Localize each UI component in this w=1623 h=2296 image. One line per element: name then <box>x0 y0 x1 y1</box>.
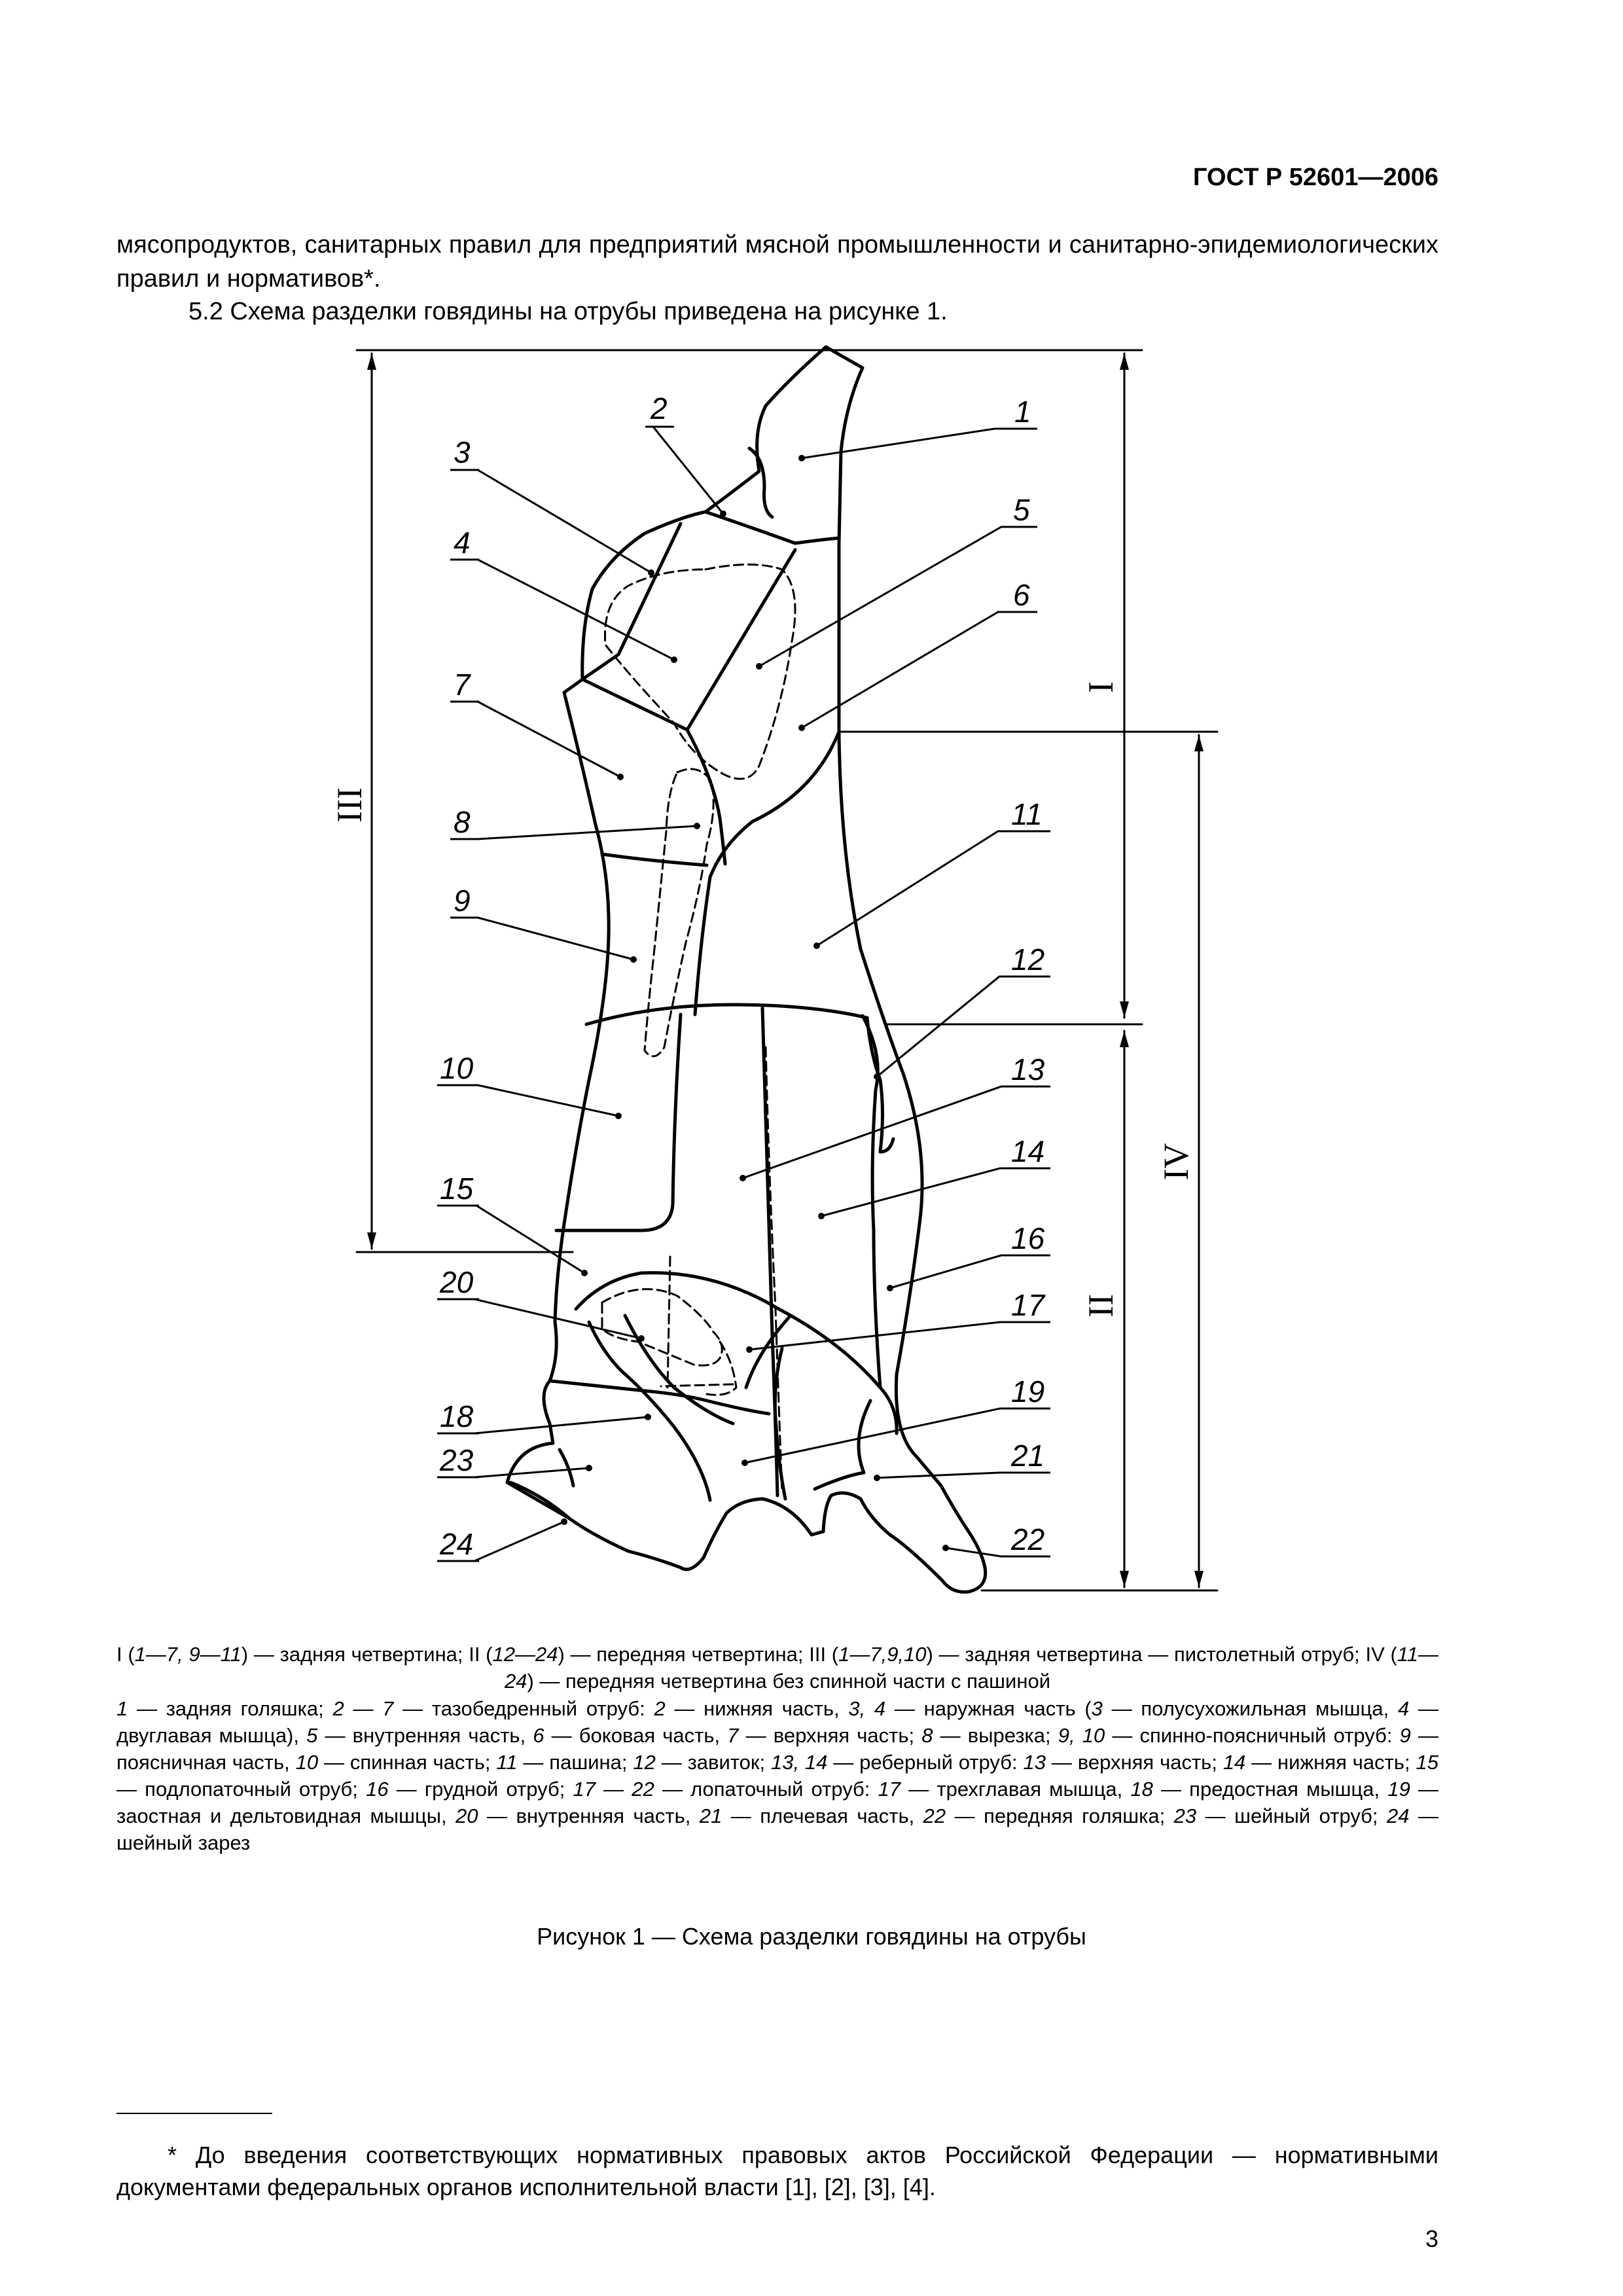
label-23: 23 <box>439 1443 474 1477</box>
figure-caption: Рисунок 1 — Схема разделки говядины на о… <box>537 1923 1086 1950</box>
label-17: 17 <box>1011 1288 1046 1322</box>
anchor-dots <box>561 455 949 1551</box>
label-8: 8 <box>454 805 471 839</box>
intro-continuation: мясопродуктов, санитарных правил для пре… <box>116 231 1438 293</box>
dimension-lines <box>355 349 1219 1592</box>
label-16: 16 <box>1011 1221 1045 1255</box>
label-underlines <box>437 425 1050 1562</box>
roman-III: III <box>330 787 369 823</box>
label-22: 22 <box>1010 1522 1044 1556</box>
cut-lines <box>508 446 899 1520</box>
page-number: 3 <box>1425 2225 1438 2252</box>
label-4: 4 <box>454 526 471 560</box>
roman-II: II <box>1081 1294 1120 1318</box>
dashed-muscle-lines <box>601 564 796 1494</box>
label-10: 10 <box>440 1051 474 1085</box>
quarter-labels: I II III IV <box>330 681 1196 1318</box>
label-15: 15 <box>440 1172 474 1206</box>
label-3: 3 <box>454 435 471 469</box>
legend-quarters: I (1—7, 9—11) — задняя четвертина; II (1… <box>116 1643 1438 1693</box>
roman-IV: IV <box>1156 1143 1196 1181</box>
label-14: 14 <box>1011 1134 1044 1168</box>
roman-I: I <box>1081 681 1120 693</box>
label-2: 2 <box>650 391 668 425</box>
paragraph-5-2: 5.2 Схема разделки говядины на отрубы пр… <box>188 298 948 325</box>
dimension-arrows <box>367 353 1204 1587</box>
carcass-outline <box>505 345 988 1594</box>
part-number-labels: 1 2 3 4 5 6 7 8 9 10 11 12 13 14 15 16 1… <box>439 391 1046 1561</box>
footnote-separator <box>116 2113 272 2114</box>
label-11: 11 <box>1011 797 1043 831</box>
label-9: 9 <box>454 884 471 918</box>
label-13: 13 <box>1011 1052 1045 1086</box>
label-1: 1 <box>1014 395 1031 429</box>
label-7: 7 <box>454 668 471 702</box>
label-12: 12 <box>1011 942 1044 977</box>
label-19: 19 <box>1011 1374 1044 1408</box>
legend-parts: 1 — задняя голяшка; 2 — 7 — тазобедренны… <box>116 1697 1438 1854</box>
label-24: 24 <box>439 1527 473 1561</box>
document-code: ГОСТ Р 52601—2006 <box>1193 164 1438 191</box>
label-6: 6 <box>1013 578 1030 612</box>
footnote: * До введения соответствующих нормативны… <box>116 2142 1438 2200</box>
label-20: 20 <box>439 1265 474 1299</box>
label-5: 5 <box>1013 493 1030 527</box>
label-18: 18 <box>440 1399 474 1433</box>
label-21: 21 <box>1010 1439 1044 1473</box>
leader-lines <box>473 425 1003 1562</box>
